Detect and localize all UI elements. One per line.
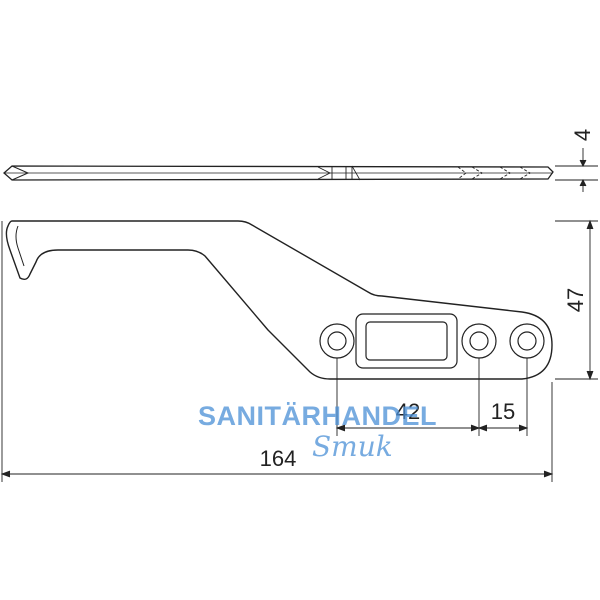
hook-plate-outline	[5, 220, 553, 380]
watermark-logo: SANITÄRHANDEL Smuk	[198, 401, 437, 463]
round-hole-left	[319, 323, 355, 359]
round-hole-right	[509, 323, 545, 359]
side-profile-view	[3, 165, 554, 181]
thickness-dimension-label: 4	[570, 129, 595, 141]
height-dimension	[555, 219, 598, 381]
hole-spacing-dimension	[477, 424, 529, 432]
round-hole-middle	[461, 323, 497, 359]
hole-extension-lines	[336, 358, 528, 436]
watermark-line1: SANITÄRHANDEL	[198, 401, 437, 431]
height-dimension-label: 47	[563, 288, 588, 312]
overall-length-dimension	[0, 221, 554, 482]
hole-spacing-label: 15	[491, 399, 515, 424]
hole-distance-label: 42	[396, 399, 420, 424]
watermark-line2: Smuk	[312, 430, 393, 463]
rectangular-slot	[355, 313, 458, 369]
overall-length-label: 164	[260, 446, 297, 471]
thickness-dimension	[555, 148, 598, 192]
